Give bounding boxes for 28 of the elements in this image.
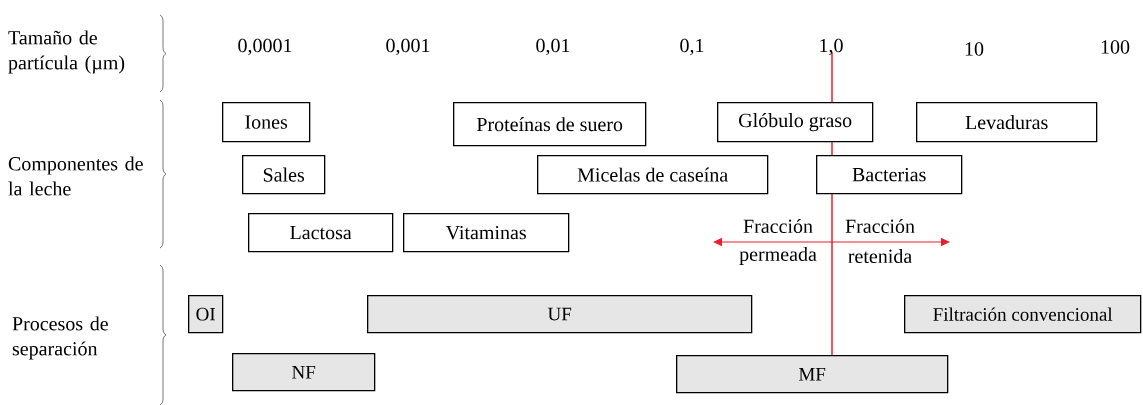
scale-value: 100 [1101, 40, 1130, 54]
group-heading: Procesos de separación [12, 316, 108, 360]
scale-value: 0,0001 [238, 38, 292, 56]
component-box: Iones [222, 102, 311, 143]
scale-value: 0,1 [680, 38, 704, 56]
component-box: Vitaminas [403, 213, 570, 253]
component-box: Micelas de caseína [537, 155, 769, 195]
process-bar: Filtración convencional [904, 295, 1142, 334]
scale-value: 1,0 [820, 38, 843, 56]
process-bar: MF [676, 355, 949, 394]
scale-value: 10 [965, 42, 984, 56]
component-box: Sales [242, 155, 326, 195]
component-box: Glóbulo graso [717, 102, 874, 143]
component-box: Levaduras [916, 102, 1098, 143]
axis-heading: Tamaño de partícula (µm) [8, 30, 125, 74]
fraction-label: Fracción [742, 217, 814, 235]
component-box: Lactosa [248, 213, 394, 253]
component-box: Bacterias [816, 155, 963, 195]
scale-value: 0,001 [386, 38, 430, 56]
component-box: Proteínas de suero [453, 102, 647, 147]
scale-value: 0,01 [536, 38, 570, 56]
process-bar: NF [232, 353, 376, 392]
fraction-label: retenida [846, 247, 914, 265]
fraction-label: Fracción [844, 217, 916, 235]
group-heading: Componentes de la leche [8, 156, 143, 196]
process-bar: OI [188, 295, 224, 334]
process-bar: UF [367, 295, 753, 334]
fraction-label: permeada [738, 245, 818, 267]
